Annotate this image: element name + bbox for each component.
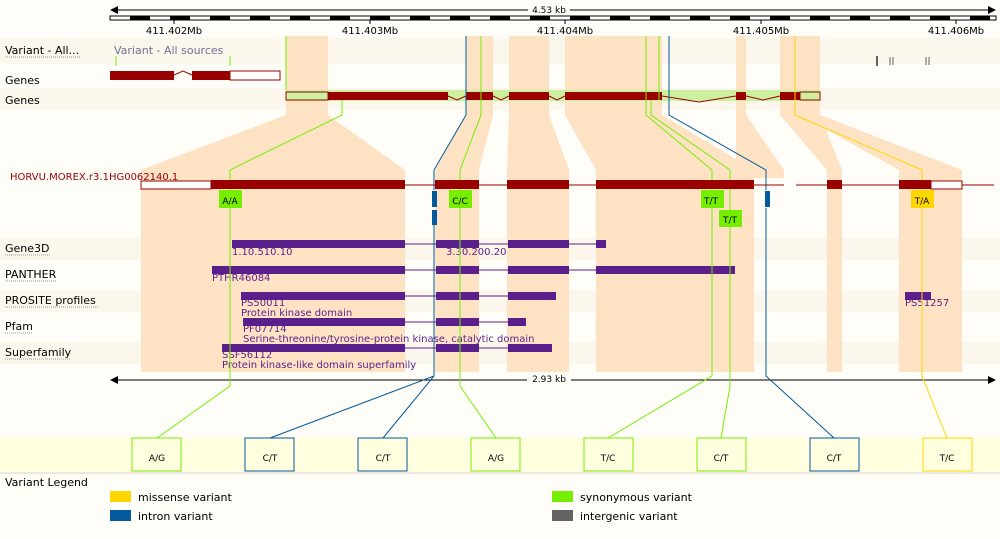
variant-box-label: C/T [714, 454, 729, 464]
legend-label: intergenic variant [580, 510, 678, 523]
top-scale-label: 4.53 kb [532, 6, 566, 16]
legend-label: missense variant [138, 491, 233, 504]
allele-box[interactable]: T/A [911, 190, 934, 208]
intron-variant-marker[interactable] [432, 210, 437, 225]
variant-lines-middle [229, 208, 923, 372]
gene-region-highlight [286, 90, 820, 101]
variant-box[interactable]: C/T [244, 437, 295, 472]
transcript-name[interactable]: HORVU.MOREX.r3.1HG0062140.1 [10, 172, 178, 183]
prosite-features[interactable]: PS50011 Protein kinase domain PS51257 [241, 292, 949, 319]
tick-label: 411.406Mb [928, 26, 984, 37]
intron-variant-marker[interactable] [765, 191, 770, 207]
tick-label: 411.402Mb [146, 26, 202, 37]
legend-label: synonymous variant [580, 491, 693, 504]
panther-features[interactable]: PTHR46084 [212, 266, 735, 284]
legend-swatch-missense [110, 491, 131, 502]
tick-label: 411.404Mb [537, 26, 593, 37]
gene3d-id: 1.10.510.10 [232, 247, 292, 258]
variant-inline-label: Variant - All sources [114, 44, 224, 57]
legend-swatch-intergenic [552, 510, 573, 521]
variant-box-label: T/C [600, 454, 616, 464]
pfam-features[interactable]: PF07714 Serine-threonine/tyrosine-protei… [243, 318, 535, 345]
variant-legend: Variant Legend missense variant intron v… [0, 472, 1000, 523]
track-label-prosite[interactable]: PROSITE profiles [5, 294, 96, 307]
variant-box[interactable]: C/T [809, 437, 860, 472]
variant-box[interactable]: T/C [583, 437, 634, 472]
bottom-scale-bar: 2.93 kb [110, 373, 996, 385]
allele-box[interactable]: A/A [219, 190, 242, 208]
allele-label: C/C [452, 197, 468, 207]
intron-variant-marker[interactable] [432, 191, 437, 207]
track-label-panther[interactable]: PANTHER [5, 268, 57, 281]
pfam-id: PF07714 [243, 324, 287, 335]
variant-box[interactable]: C/T [357, 437, 408, 472]
allele-label: T/A [914, 197, 931, 207]
gene3d-features[interactable]: 1.10.510.10 3.30.200.20 [232, 240, 606, 258]
panther-id: PTHR46084 [212, 273, 270, 284]
variant-box[interactable]: A/G [131, 437, 182, 472]
pfam-desc: Serine-threonine/tyrosine-protein kinase… [243, 334, 535, 345]
tick-label: 411.405Mb [733, 26, 789, 37]
gene-model-2[interactable] [285, 91, 821, 103]
allele-box[interactable]: T/T [719, 210, 742, 227]
intergenic-variant-ticks[interactable] [876, 56, 930, 66]
legend-swatch-synonymous [552, 491, 573, 502]
allele-label: T/T [722, 216, 738, 226]
top-scale-bar: 4.53 kb 411.402Mb 411.403Mb 411.404Mb 41… [109, 4, 997, 37]
superfamily-features[interactable]: SSF56112 Protein kinase-like domain supe… [222, 344, 552, 371]
track-label-genes-1[interactable]: Genes [5, 74, 40, 87]
variant-connectors-lower [156, 372, 948, 439]
superfamily-id: SSF56112 [222, 350, 272, 361]
allele-label: A/A [222, 197, 238, 207]
superfamily-desc: Protein kinase-like domain superfamily [222, 360, 416, 371]
allele-label: T/T [703, 197, 719, 207]
transcript-model[interactable] [140, 178, 994, 190]
prosite-desc: Protein kinase domain [241, 308, 352, 319]
variant-box[interactable]: A/G [470, 437, 521, 472]
prosite-id: PS51257 [905, 298, 949, 309]
legend-swatch-intron [110, 510, 131, 521]
prosite-id: PS50011 [241, 298, 285, 309]
track-label-genes-2[interactable]: Genes [5, 94, 40, 107]
variant-box[interactable]: T/C [922, 437, 973, 472]
gene3d-id: 3.30.200.20 [446, 247, 506, 258]
variant-box[interactable]: C/T [696, 437, 747, 472]
tick-label: 411.403Mb [342, 26, 398, 37]
variant-box-label: C/T [376, 454, 391, 464]
legend-label: intron variant [138, 510, 213, 523]
variant-box-label: C/T [827, 454, 842, 464]
variant-box-label: T/C [939, 454, 955, 464]
variant-box-label: A/G [149, 454, 165, 464]
track-label-gene3d[interactable]: Gene3D [5, 242, 50, 255]
track-label-pfam[interactable]: Pfam [5, 320, 33, 333]
bottom-scale-label: 2.93 kb [532, 375, 566, 385]
legend-title: Variant Legend [5, 476, 88, 489]
variant-box-label: C/T [263, 454, 278, 464]
gene-model-1[interactable] [110, 70, 281, 81]
allele-box[interactable]: T/T [701, 190, 724, 208]
track-label-variant[interactable]: Variant - All... [5, 44, 79, 57]
track-label-superfamily[interactable]: Superfamily [5, 346, 72, 359]
allele-box[interactable]: C/C [449, 190, 472, 208]
variant-box-label: A/G [488, 454, 504, 464]
